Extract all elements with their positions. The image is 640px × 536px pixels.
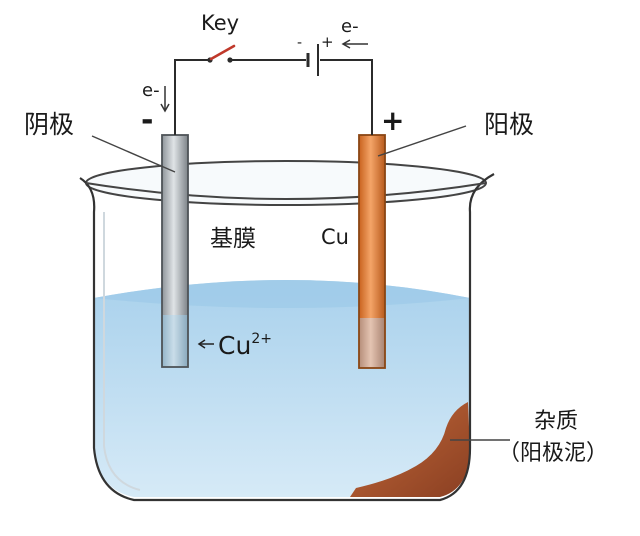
copper-label: Cu (321, 225, 349, 249)
anode-leader-line (377, 125, 467, 157)
impurity-label: 杂质 (534, 409, 578, 434)
battery-minus-label: - (297, 35, 302, 51)
key-contact-right (227, 57, 233, 63)
anode-sign: + (381, 104, 404, 137)
anode-label: 阳极 (484, 110, 534, 139)
battery-plus-label: + (321, 33, 334, 51)
beaker-front-rim (85, 182, 487, 200)
beaker-inner-wall (103, 212, 141, 491)
anode-sludge (350, 402, 470, 497)
copper-ion-label: Cu2+ (218, 331, 272, 360)
circuit-wire (174, 59, 208, 135)
beaker-wall (79, 173, 495, 502)
substrate-label: 基膜 (210, 226, 256, 252)
cathode-rod (162, 135, 188, 315)
ion-arrow (197, 339, 214, 349)
anode-slime-label: （阳极泥） (498, 441, 608, 466)
electron-arrow-left (160, 86, 170, 113)
cathode-leader-line (91, 135, 176, 173)
electron-label-left: e- (142, 80, 160, 101)
key-label: Key (201, 11, 239, 35)
anode-rod (359, 135, 385, 318)
cathode-substrate-submerged (162, 315, 188, 367)
electron-arrow-right (341, 39, 368, 49)
anode-submerged (359, 318, 385, 368)
electron-label-right: e- (341, 16, 359, 37)
electrolyte-solution (94, 280, 470, 497)
circuit-wire-right (320, 59, 373, 135)
cathode-sign: - (141, 103, 153, 138)
key-switch-lever (209, 44, 236, 61)
cathode-label: 阴极 (24, 110, 74, 139)
